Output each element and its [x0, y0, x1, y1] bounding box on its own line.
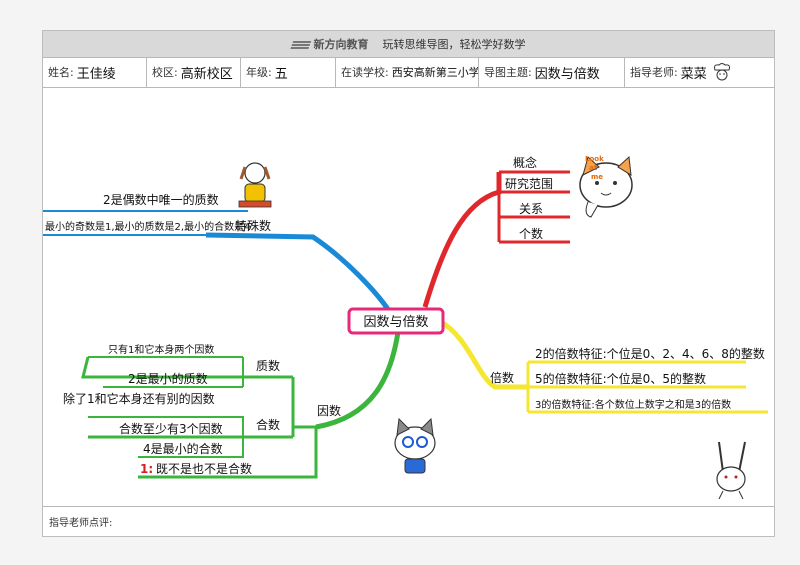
chef-doodle-icon: [713, 63, 730, 81]
red-sub-lines: [497, 170, 570, 244]
info-row: 姓名: 王佳绫 校区: 高新校区 年级: 五 在读学校: 西安高新第三小学 导图…: [43, 57, 774, 88]
yellow-main-branch: [439, 319, 528, 390]
campus-value: 高新校区: [180, 66, 233, 82]
composite-label: 合数: [256, 417, 280, 432]
composite-item-3: 4是最小的合数: [143, 441, 223, 456]
center-label: 因数与倍数: [363, 315, 428, 330]
red-item-concept: 概念: [513, 155, 537, 170]
mindmap-canvas: 因数与倍数 概念 研究范围 关系 个数 Look at me 特殊数 2是偶数中…: [43, 155, 768, 500]
red-item-count: 个数: [519, 226, 543, 241]
topic-label: 导图主题:: [484, 66, 532, 79]
green-main-branch: [315, 331, 401, 430]
one-label: 1:: [140, 462, 153, 476]
bunny-doodle-icon: [716, 441, 746, 500]
slogan: 玩转思维导图，轻松学好数学: [382, 38, 526, 51]
dog-doodle-icon: [238, 162, 272, 208]
blue-item-1: 2是偶数中唯一的质数: [103, 192, 219, 207]
prime-label: 质数: [256, 358, 280, 373]
teacher-label: 指导老师:: [630, 66, 678, 79]
grade-cell: 年级: 五: [241, 57, 336, 87]
comment-label: 指导老师点评:: [49, 518, 113, 529]
blue-branch-label: 特殊数: [235, 218, 271, 233]
footer: 指导老师点评:: [43, 506, 774, 536]
brand-name: 新方向教育: [313, 38, 369, 51]
composite-item-2: 合数至少有3个因数: [119, 421, 223, 436]
yellow-item-1: 2的倍数特征:个位是0、2、4、6、8的整数: [535, 346, 765, 361]
school-cell: 在读学校: 西安高新第三小学: [336, 57, 479, 87]
yellow-item-3: 3的倍数特征:各个数位上数字之和是3的倍数: [535, 398, 731, 411]
green-sub-lines: [81, 356, 318, 479]
green-branch-label: 因数: [317, 403, 341, 418]
red-item-range: 研究范围: [505, 176, 553, 191]
teacher-cell: 指导老师: 菜菜: [625, 57, 774, 87]
composite-item-1: 除了1和它本身还有别的因数: [63, 391, 215, 406]
blue-item-2: 最小的奇数是1,最小的质数是2,最小的合数是4: [45, 220, 250, 233]
banner: 新方向教育 玩转思维导图，轻松学好数学: [43, 31, 774, 58]
red-item-relation: 关系: [519, 202, 543, 216]
topic-cell: 导图主题: 因数与倍数: [479, 57, 625, 87]
blue-main-branch: [205, 232, 396, 319]
school-label: 在读学校:: [341, 66, 389, 79]
grade-label: 年级:: [246, 66, 272, 79]
red-main-branch: [422, 172, 502, 308]
name-cell: 姓名: 王佳绫: [43, 57, 147, 87]
yellow-sub-lines: [526, 360, 768, 414]
mindmap: 因数与倍数 概念 研究范围 关系 个数 Look at me 特殊数 2是偶数中…: [43, 87, 774, 507]
cat-doodle-icon: [579, 155, 633, 218]
school-value: 西安高新第三小学: [391, 66, 479, 79]
center-node: [347, 307, 445, 335]
name-label: 姓名:: [48, 66, 74, 79]
teacher-value: 菜菜: [680, 66, 707, 82]
campus-label: 校区:: [152, 66, 178, 79]
me-text: me: [591, 173, 603, 181]
yellow-branch-label: 倍数: [490, 370, 514, 385]
grade-value: 五: [274, 66, 288, 82]
prime-item-1: 只有1和它本身两个因数: [108, 343, 214, 356]
look-text: Look: [585, 155, 604, 163]
name-value: 王佳绫: [76, 66, 116, 82]
prime-item-2: 2是最小的质数: [128, 371, 208, 386]
campus-cell: 校区: 高新校区: [147, 57, 241, 87]
worksheet: 新方向教育 玩转思维导图，轻松学好数学 姓名: 王佳绫 校区: 高新校区 年级:…: [42, 30, 775, 537]
at-text: at: [589, 164, 598, 172]
one-text: 既不是也不是合数: [156, 461, 252, 476]
yellow-item-2: 5的倍数特征:个位是0、5的整数: [535, 371, 706, 386]
brand-logo-icon: [289, 39, 312, 49]
brand: 新方向教育: [289, 36, 369, 52]
glasses-cat-doodle-icon: [394, 417, 436, 474]
green-leaf-lines: [88, 356, 293, 458]
topic-value: 因数与倍数: [534, 66, 600, 82]
